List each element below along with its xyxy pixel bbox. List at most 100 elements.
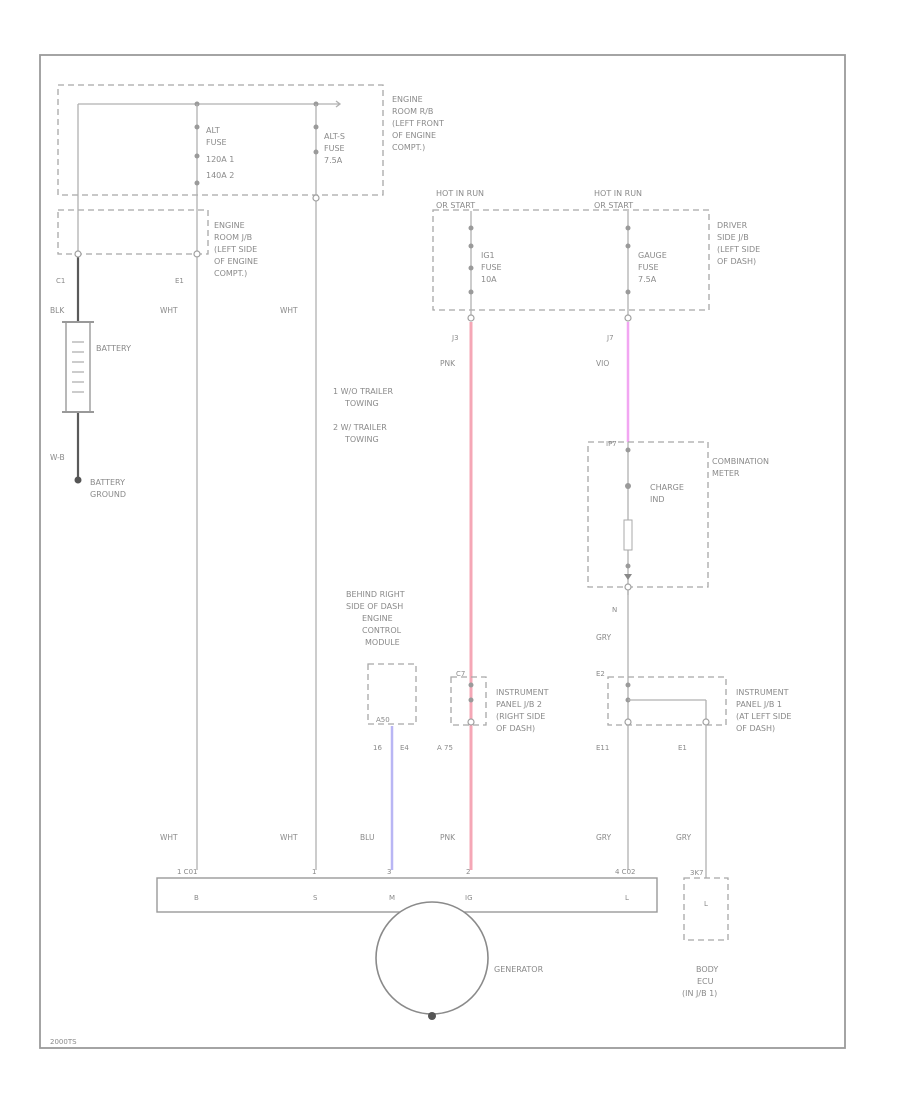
pin-e11: E11: [596, 744, 609, 752]
wire-gry-bottom-2: GRY: [676, 833, 692, 842]
pin-c7: C7: [456, 670, 465, 678]
svg-text:M: M: [389, 894, 395, 902]
svg-text:S: S: [313, 894, 318, 902]
battery-symbol: [62, 321, 94, 413]
engine-room-rb-box: [57, 84, 384, 196]
alt-fuse-label: ALT FUSE 120A 1 140A 2: [206, 126, 234, 180]
generator-symbol: [375, 901, 489, 1015]
charge-ind-label: CHARGE IND: [650, 483, 684, 504]
svg-text:(LEFT SIDE: (LEFT SIDE: [214, 245, 257, 254]
svg-text:ALT: ALT: [206, 126, 220, 135]
svg-text:DRIVER: DRIVER: [717, 221, 748, 230]
pin-j7: J7: [606, 334, 614, 342]
generator-pins: 1 C01 1 3 2 4 C02: [177, 868, 635, 876]
svg-text:IND: IND: [650, 495, 665, 504]
svg-text:TOWING: TOWING: [344, 399, 379, 408]
diagram-border: [39, 54, 846, 1049]
svg-text:OF ENGINE: OF ENGINE: [392, 131, 436, 140]
combination-meter-box: [587, 441, 709, 588]
svg-text:FUSE: FUSE: [324, 144, 345, 153]
body-ecu-term: L: [704, 900, 708, 908]
svg-text:1 W/O TRAILER: 1 W/O TRAILER: [333, 387, 394, 396]
svg-text:140A 2: 140A 2: [206, 171, 234, 180]
svg-text:10A: 10A: [481, 275, 497, 284]
svg-text:ROOM J/B: ROOM J/B: [214, 233, 252, 242]
pin-e4: E4: [400, 744, 409, 752]
svg-text:(LEFT FRONT: (LEFT FRONT: [392, 119, 444, 128]
battery-ground-label: BATTERY GROUND: [90, 478, 126, 499]
pin-c1: C1: [56, 277, 65, 285]
svg-text:FUSE: FUSE: [206, 138, 227, 147]
svg-text:120A 1: 120A 1: [206, 155, 234, 164]
notes: 1 W/O TRAILER TOWING 2 W/ TRAILER TOWING: [333, 387, 394, 444]
wire-wht-bottom-2: WHT: [280, 833, 298, 842]
svg-text:1: 1: [312, 868, 316, 876]
svg-text:COMPT.): COMPT.): [214, 269, 247, 278]
svg-text:OF ENGINE: OF ENGINE: [214, 257, 258, 266]
pin-n: N: [612, 606, 617, 614]
svg-text:(IN J/B 1): (IN J/B 1): [682, 989, 717, 998]
svg-text:4 C02: 4 C02: [615, 868, 635, 876]
engine-room-jb-box: [57, 209, 209, 255]
generator-terminals: B S M IG L: [194, 894, 629, 902]
body-ecu-box: [683, 877, 729, 941]
svg-text:2 W/ TRAILER: 2 W/ TRAILER: [333, 423, 387, 432]
pin-e2: E2: [596, 670, 605, 678]
pin-ip7: IP7: [606, 440, 617, 448]
svg-text:(LEFT SIDE: (LEFT SIDE: [717, 245, 760, 254]
hot-right-label: HOT IN RUN OR START: [594, 189, 642, 210]
svg-text:HOT IN RUN: HOT IN RUN: [594, 189, 642, 198]
pin-e1: E1: [175, 277, 184, 285]
wire-wht-left: WHT: [160, 306, 178, 315]
svg-text:IG: IG: [465, 894, 473, 902]
svg-text:ENGINE: ENGINE: [362, 614, 393, 623]
wire-wht-mid: WHT: [280, 306, 298, 315]
svg-text:7.5A: 7.5A: [638, 275, 657, 284]
hot-left-label: HOT IN RUN OR START: [436, 189, 484, 210]
svg-text:PANEL J/B 1: PANEL J/B 1: [736, 700, 782, 709]
svg-text:CHARGE: CHARGE: [650, 483, 684, 492]
svg-text:OF DASH): OF DASH): [496, 724, 535, 733]
engine-room-jb-label: ENGINE ROOM J/B (LEFT SIDE OF ENGINE COM…: [214, 221, 258, 278]
ecm-label: BEHIND RIGHT SIDE OF DASH ENGINE CONTROL…: [346, 590, 405, 647]
battery-label: BATTERY: [96, 344, 131, 353]
svg-text:FUSE: FUSE: [481, 263, 502, 272]
svg-text:MODULE: MODULE: [365, 638, 400, 647]
pin-j3: J3: [451, 334, 459, 342]
generator-connector: [156, 877, 658, 913]
svg-text:(RIGHT SIDE: (RIGHT SIDE: [496, 712, 545, 721]
svg-text:OR START: OR START: [594, 201, 633, 210]
svg-text:GAUGE: GAUGE: [638, 251, 667, 260]
svg-text:OR START: OR START: [436, 201, 475, 210]
alts-fuse-label: ALT-S FUSE 7.5A: [324, 132, 345, 165]
wire-gry-mid: GRY: [596, 633, 612, 642]
wire-pnk-bottom: PNK: [440, 833, 456, 842]
svg-text:INSTRUMENT: INSTRUMENT: [736, 688, 789, 697]
wire-pnk-top: PNK: [440, 359, 456, 368]
ip-jb2-label: INSTRUMENT PANEL J/B 2 (RIGHT SIDE OF DA…: [496, 688, 549, 733]
svg-text:ALT-S: ALT-S: [324, 132, 345, 141]
battery-ground-node: [74, 476, 82, 484]
svg-text:GROUND: GROUND: [90, 490, 126, 499]
svg-text:SIDE OF DASH: SIDE OF DASH: [346, 602, 403, 611]
svg-text:HOT IN RUN: HOT IN RUN: [436, 189, 484, 198]
body-ecu-label: BODY ECU (IN J/B 1): [682, 965, 718, 998]
ecm-box: [367, 663, 417, 725]
driver-jb-label: DRIVER SIDE J/B (LEFT SIDE OF DASH): [717, 221, 760, 266]
svg-text:COMPT.): COMPT.): [392, 143, 425, 152]
generator-label: GENERATOR: [494, 965, 544, 974]
svg-text:ECU: ECU: [697, 977, 714, 986]
ip-jb2-box: [450, 676, 487, 726]
svg-text:FUSE: FUSE: [638, 263, 659, 272]
svg-text:3: 3: [387, 868, 391, 876]
svg-text:INSTRUMENT: INSTRUMENT: [496, 688, 549, 697]
wire-vio: VIO: [596, 359, 609, 368]
svg-text:2: 2: [466, 868, 470, 876]
svg-text:BODY: BODY: [696, 965, 718, 974]
svg-text:OF DASH): OF DASH): [736, 724, 775, 733]
pin-16: 16: [373, 744, 382, 752]
svg-text:OF DASH): OF DASH): [717, 257, 756, 266]
svg-text:ENGINE: ENGINE: [214, 221, 245, 230]
wire-wht-bottom-1: WHT: [160, 833, 178, 842]
